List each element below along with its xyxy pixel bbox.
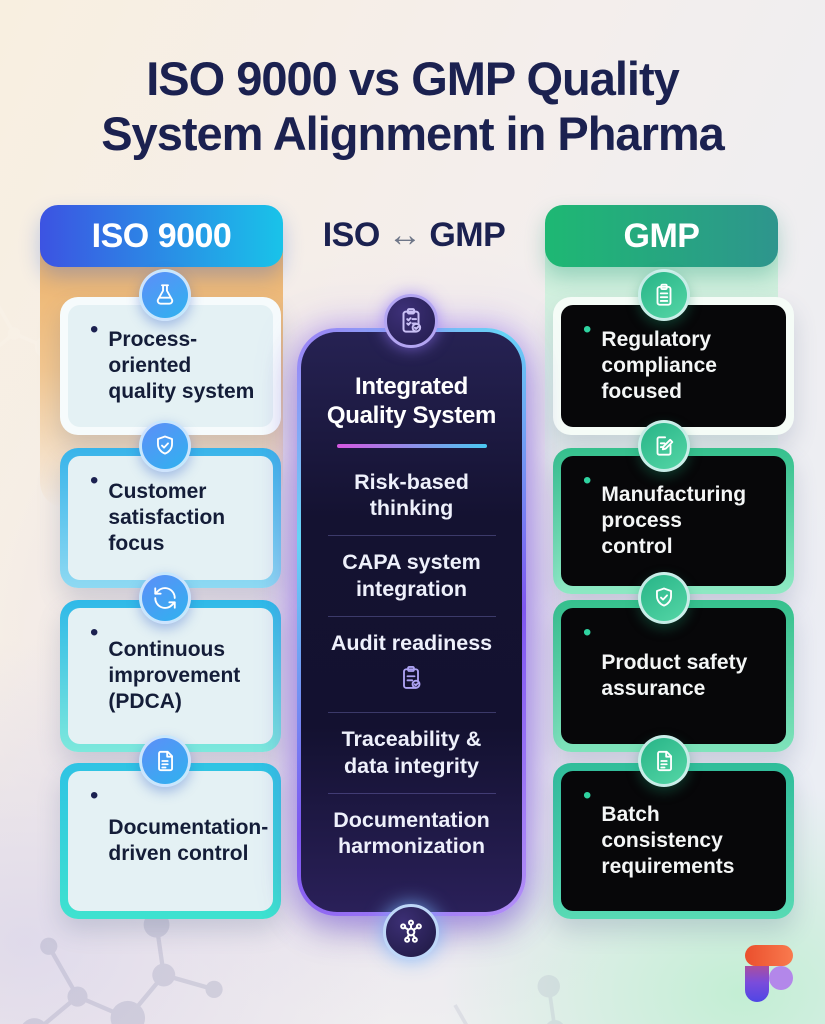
gmp-card: Regulatory compliance focused <box>553 297 794 435</box>
document-icon <box>139 735 191 787</box>
item-divider <box>327 616 496 618</box>
gmp-card: Batch consistency requirements <box>553 763 794 919</box>
gmp-card-text: Regulatory compliance focused <box>601 327 717 404</box>
iso-card-text: Process- oriented quality system <box>108 327 255 404</box>
iso-card: Customer satisfaction focus <box>60 448 281 588</box>
item-divider <box>327 792 496 794</box>
bullet <box>90 618 98 645</box>
item-divider <box>327 535 496 537</box>
panel-item: Audit readiness <box>331 617 492 712</box>
bullet <box>583 618 591 645</box>
integrated-quality-panel: Integrated Quality System Risk-based thi… <box>297 328 526 916</box>
iso-card: Documentation- driven control <box>60 763 281 919</box>
bullet <box>583 781 591 808</box>
double-arrow-icon: ↔ <box>387 216 422 254</box>
refresh-icon <box>139 572 191 624</box>
gmp-card-text: Batch consistency requirements <box>601 802 735 879</box>
molecule-icon <box>383 904 439 960</box>
document-edit-icon <box>638 420 690 472</box>
panel-title: Integrated Quality System <box>326 373 497 430</box>
gmp-card: Product safety assurance <box>553 600 794 752</box>
bullet <box>90 466 98 493</box>
document-icon <box>638 735 690 787</box>
clipboard-icon <box>638 269 690 321</box>
gmp-header-label: GMP <box>623 216 700 255</box>
flask-icon <box>139 269 191 321</box>
clipboard-check-icon <box>397 664 425 699</box>
bullet <box>90 781 98 808</box>
panel-item: CAPA system integration <box>342 550 481 602</box>
iso-header-label: ISO 9000 <box>91 216 232 255</box>
shield-check-icon <box>638 572 690 624</box>
iso-column-header: ISO 9000 <box>40 205 283 267</box>
clipboard-check-icon <box>384 294 438 348</box>
panel-item: Risk-based thinking <box>354 469 469 521</box>
iso-card-text: Continuous improvement (PDCA) <box>108 637 241 714</box>
panel-items: Risk-based thinking CAPA system integrat… <box>301 456 522 874</box>
gmp-column-header: GMP <box>545 205 778 267</box>
gradient-divider <box>336 443 487 448</box>
gmp-card: Manufacturing process control <box>553 448 794 594</box>
bullet <box>583 466 591 493</box>
gmp-card-text: Manufacturing process control <box>601 482 747 559</box>
gmp-card-text: Product safety assurance <box>601 650 748 700</box>
panel-item: Traceability & data integrity <box>341 726 482 778</box>
bullet <box>90 315 98 342</box>
page-title: ISO 9000 vs GMP Quality System Alignment… <box>101 52 725 160</box>
shield-check-icon <box>139 420 191 472</box>
iso-card-text: Customer satisfaction focus <box>108 479 226 556</box>
center-header-gmp: GMP <box>429 216 506 254</box>
item-divider <box>327 711 496 713</box>
figma-style-logo <box>742 942 796 1011</box>
iso-card: Continuous improvement (PDCA) <box>60 600 281 752</box>
bullet <box>583 315 591 342</box>
center-header-iso: ISO <box>322 216 381 254</box>
panel-item: Documentation harmonization <box>333 807 490 859</box>
panel-item-text: Audit readiness <box>330 631 493 656</box>
iso-card-text: Documentation- driven control <box>108 815 269 865</box>
center-column-header: ISO↔GMP <box>283 216 545 255</box>
molecule-watermark <box>453 975 563 1024</box>
